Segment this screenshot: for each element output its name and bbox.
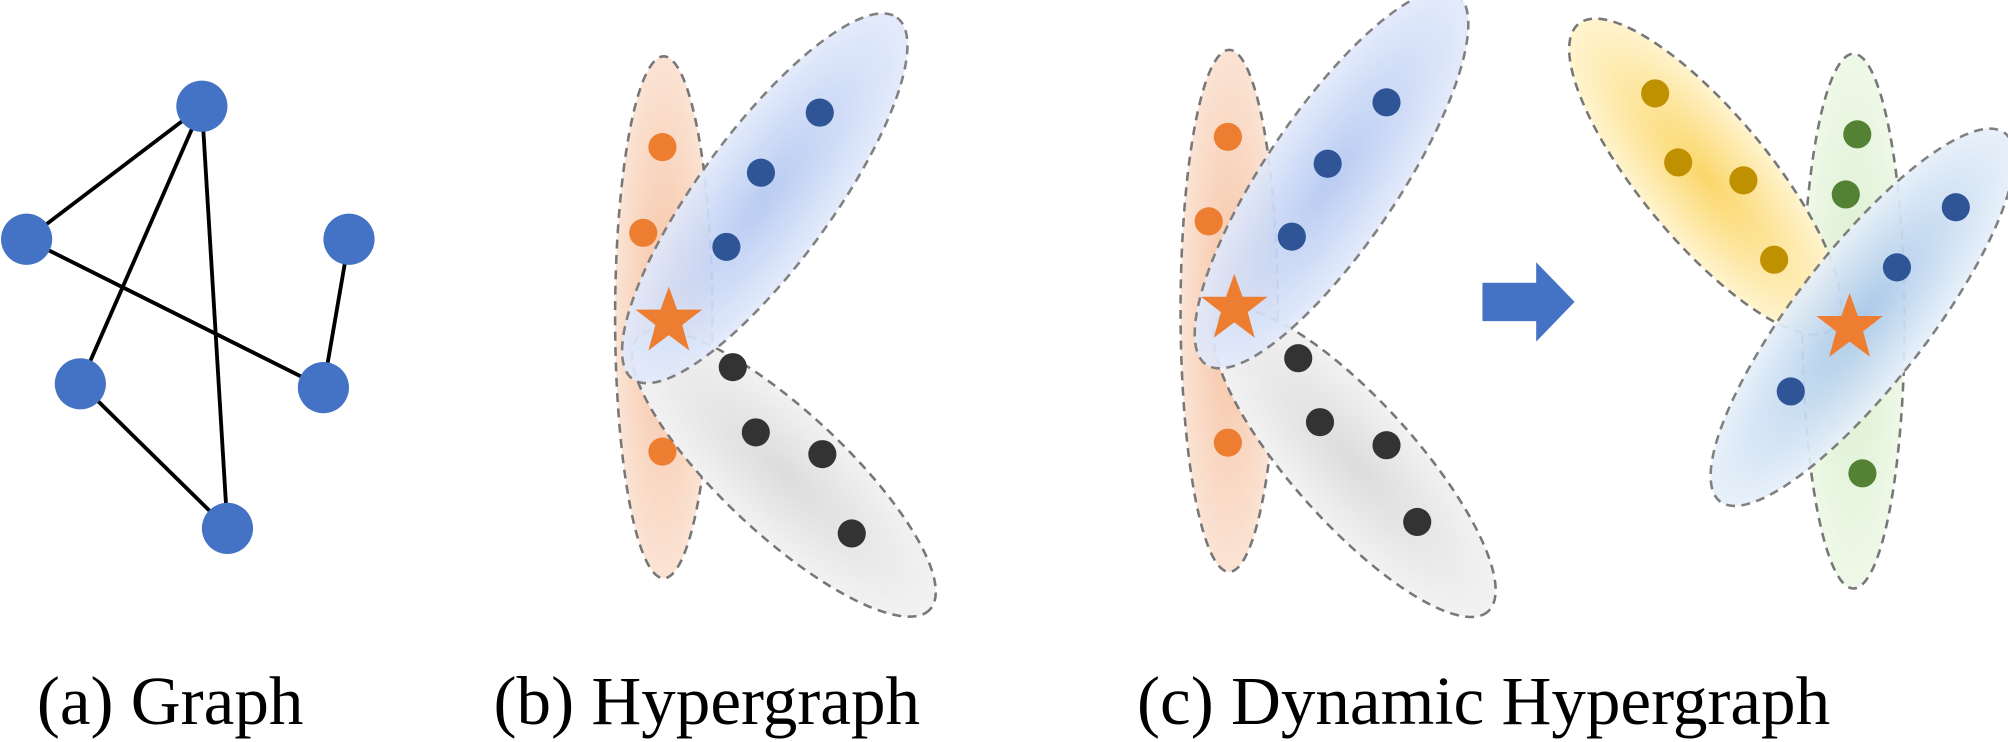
node-blue [1941, 193, 1970, 222]
node-yellow [1641, 79, 1670, 108]
node-orange [648, 133, 677, 162]
node-orange [1213, 428, 1242, 457]
node-yellow [1729, 166, 1758, 195]
arrow-right-icon [1482, 262, 1575, 342]
node-blue [805, 98, 834, 127]
node-black [718, 353, 747, 382]
panel-graph [1, 80, 375, 554]
graph-edge [25, 237, 325, 390]
node-orange [629, 218, 658, 247]
node-blue [746, 158, 776, 187]
graph-node [54, 358, 106, 410]
graph-node [297, 362, 349, 414]
caption-hypergraph: (b) Hypergraph [494, 662, 920, 739]
graph-edge [78, 105, 204, 385]
node-blue [1313, 149, 1342, 178]
node-black [837, 519, 866, 548]
node-orange [648, 437, 677, 466]
node-black [808, 440, 837, 469]
panel-dynamic-hypergraph-before [1179, 0, 1497, 619]
node-green [1843, 120, 1872, 149]
graph-node [1, 213, 53, 265]
node-black [1305, 408, 1335, 437]
node-orange [1213, 122, 1242, 151]
hyperedge-gray [630, 328, 938, 618]
hyperedge-blue [1193, 0, 1470, 370]
star-node-icon [1816, 292, 1883, 357]
graph-edge [199, 106, 230, 529]
panel-hypergraph [613, 12, 938, 618]
node-black [1372, 431, 1401, 460]
node-blue [712, 232, 741, 261]
node-green [1831, 180, 1860, 209]
graph-node [201, 502, 254, 554]
node-black [741, 418, 770, 447]
panel-dynamic-hypergraph-after [1567, 17, 2008, 590]
node-black [1284, 344, 1313, 373]
caption-dynamic-hypergraph: (c) Dynamic Hypergraph [1137, 662, 1830, 739]
graph-edge [25, 104, 204, 241]
hyperedge-blue [620, 12, 909, 385]
star-node-icon [635, 286, 703, 351]
node-blue [1277, 222, 1306, 251]
node-blue [1776, 377, 1805, 406]
node-blue [1882, 253, 1912, 282]
node-green [1848, 459, 1877, 488]
graph-node [323, 213, 375, 265]
star-node-icon [1201, 273, 1268, 338]
node-orange [1194, 207, 1223, 236]
graph-node [176, 80, 228, 132]
graph-edge [78, 382, 229, 530]
node-black [1403, 507, 1432, 537]
node-yellow [1664, 148, 1693, 177]
node-yellow [1760, 245, 1789, 274]
caption-graph: (a) Graph [37, 662, 304, 739]
hyperedge-gray [1212, 307, 1497, 619]
node-blue [1372, 88, 1401, 117]
